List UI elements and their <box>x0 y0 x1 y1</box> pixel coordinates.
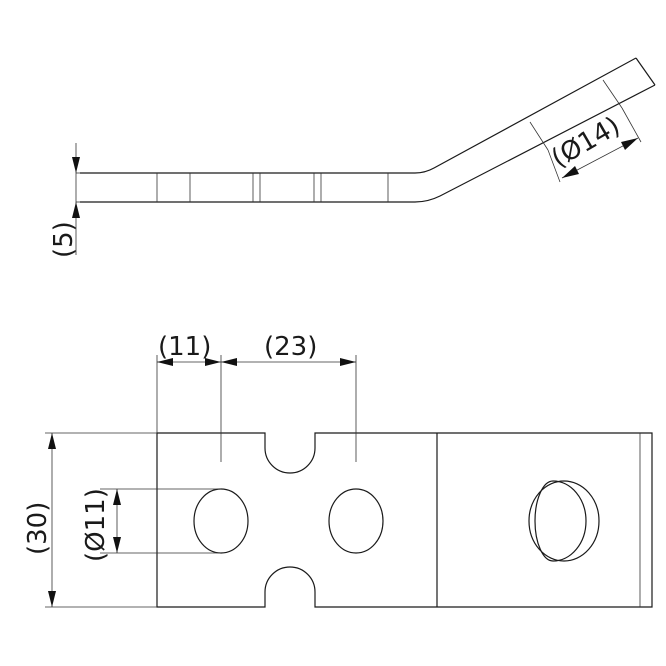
part-outline <box>156 432 653 608</box>
hole-edge-line <box>602 79 623 109</box>
hole-diameter-dimension-side: (Ø14) <box>547 107 642 183</box>
arrow-icon <box>157 358 173 366</box>
hole-2 <box>328 488 384 554</box>
arrow-icon <box>113 537 121 553</box>
arrow-icon <box>113 489 121 505</box>
part-outline-top-edge <box>80 57 637 174</box>
slanted-hole-inner-edge <box>534 480 587 562</box>
part-outline-bottom-edge <box>80 84 656 203</box>
arrow-icon <box>340 358 356 366</box>
hidden-hole-lines <box>156 173 389 202</box>
arrow-icon <box>72 202 80 218</box>
arrow-icon <box>221 358 237 366</box>
arrow-icon <box>48 591 56 607</box>
thickness-label: (5) <box>49 221 79 258</box>
arrow-icon <box>205 358 221 366</box>
arrow-icon <box>562 166 579 178</box>
hole-spacing-label: (23) <box>264 332 317 362</box>
hole-1 <box>193 488 249 554</box>
hole-edge-line <box>529 121 549 151</box>
hole-diameter-label-top: (Ø11) <box>81 488 111 562</box>
edge-distance-label: (11) <box>158 332 211 362</box>
width-label: (30) <box>23 502 53 555</box>
arrow-icon <box>48 433 56 449</box>
hole-diameter-dimension-top: (Ø11) <box>81 488 221 562</box>
hole-position-dimensions: (11) (23) <box>156 332 357 462</box>
thickness-dimension: (5) <box>49 143 80 258</box>
arrow-icon <box>621 138 638 150</box>
slanted-hole <box>528 480 600 562</box>
part-end-cap <box>635 57 656 86</box>
side-view: (5) (Ø14) <box>49 57 656 258</box>
arrow-icon <box>72 157 80 173</box>
top-view: (11) (23) (30) (Ø11) <box>23 332 653 608</box>
width-dimension: (30) <box>23 432 157 608</box>
